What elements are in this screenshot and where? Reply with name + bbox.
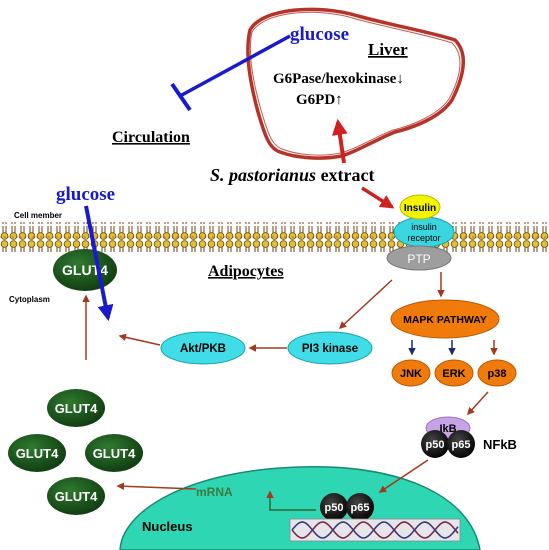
nfkb-translocation-arrow: [378, 459, 429, 493]
glucose-uptake-arrow: [84, 205, 114, 322]
glut4-vesicle-bottom-text: GLUT4: [55, 489, 98, 504]
insulin-node: [399, 194, 441, 220]
p65-node: [447, 430, 475, 458]
erk-node: [434, 359, 474, 387]
nucleus-label: Nucleus: [142, 519, 193, 534]
liver-outline: [246, 7, 465, 160]
pi3k-text: PI3 kinase: [302, 343, 358, 355]
p50-nucleus-node: [320, 493, 348, 521]
mapk-text: MAPK PATHWAY: [403, 314, 487, 326]
glucose-inhibition-line: [179, 34, 291, 98]
extract-to-liver-arrow: [331, 118, 348, 164]
glut4-vesicle-right-text: GLUT4: [93, 446, 136, 461]
pi3k-node: [287, 331, 373, 365]
enzymes-line-2: G6PD↑: [296, 92, 343, 108]
circulation-label: Circulation: [112, 129, 190, 146]
akt-text: Akt/PKB: [180, 343, 226, 355]
glut4-vesicle-top: [47, 389, 105, 427]
dna-helix: [289, 518, 461, 542]
liver-outline-inner: [249, 11, 461, 156]
jnk-text: JNK: [400, 368, 422, 380]
mrna-label: mRNA: [196, 485, 233, 499]
cell-membrane: [0, 222, 549, 252]
adipocytes-label: Adipocytes: [208, 263, 284, 280]
cytoplasm-label: Cytoplasm: [9, 295, 50, 304]
p65-nucleus-text: p65: [351, 502, 370, 514]
liver-label: Liver: [368, 40, 408, 59]
transcription-arrow: [266, 490, 316, 511]
extract-word: extract: [316, 165, 374, 185]
erk-text: ERK: [442, 368, 465, 380]
p38-to-ikb-arrow: [466, 391, 489, 416]
insulin-receptor-text-1: insulin: [411, 222, 437, 232]
ptp-to-pi3k-arrow: [338, 279, 393, 330]
extract-label: S. pastorianus extract: [210, 165, 375, 185]
glut4-vesicle-left-text: GLUT4: [16, 446, 59, 461]
extract-to-insulin-arrow: [361, 186, 395, 209]
jnk-node: [391, 359, 431, 387]
mrna-to-glut4-arrow: [116, 482, 197, 490]
nfkb-label: NFkB: [483, 437, 517, 452]
akt-node: [160, 331, 246, 365]
glucose-label-top: glucose: [290, 24, 349, 45]
p38-text: p38: [488, 368, 507, 380]
insulin-text: Insulin: [404, 203, 436, 214]
enzymes-line-1: G6Pase/hexokinase↓: [273, 71, 404, 87]
p50-nucleus-text: p50: [325, 502, 344, 514]
extract-species: S. pastorianus: [210, 165, 316, 185]
glut4-vesicle-bottom: [47, 477, 105, 515]
ptp-node: [386, 245, 452, 271]
p38-node: [477, 359, 517, 387]
glut4-vesicle-right: [85, 434, 143, 472]
p65-nucleus-node: [346, 493, 374, 521]
p50-node: [421, 430, 449, 458]
inhibition-bar: [170, 82, 192, 112]
ptp-text: PTP: [407, 252, 430, 266]
cell-member-label: Cell member: [14, 211, 62, 220]
glut4-vesicle-top-text: GLUT4: [55, 401, 98, 416]
glut4-vesicle-left: [8, 434, 66, 472]
mapk-node: [390, 299, 500, 339]
p50-text: p50: [426, 439, 445, 451]
p65-text: p65: [452, 439, 471, 451]
insulin-receptor-text-2: receptor: [407, 233, 440, 243]
akt-to-glucose-arrow: [118, 333, 161, 346]
glucose-label-left: glucose: [56, 184, 115, 205]
ikb-text: IkB: [439, 423, 456, 435]
